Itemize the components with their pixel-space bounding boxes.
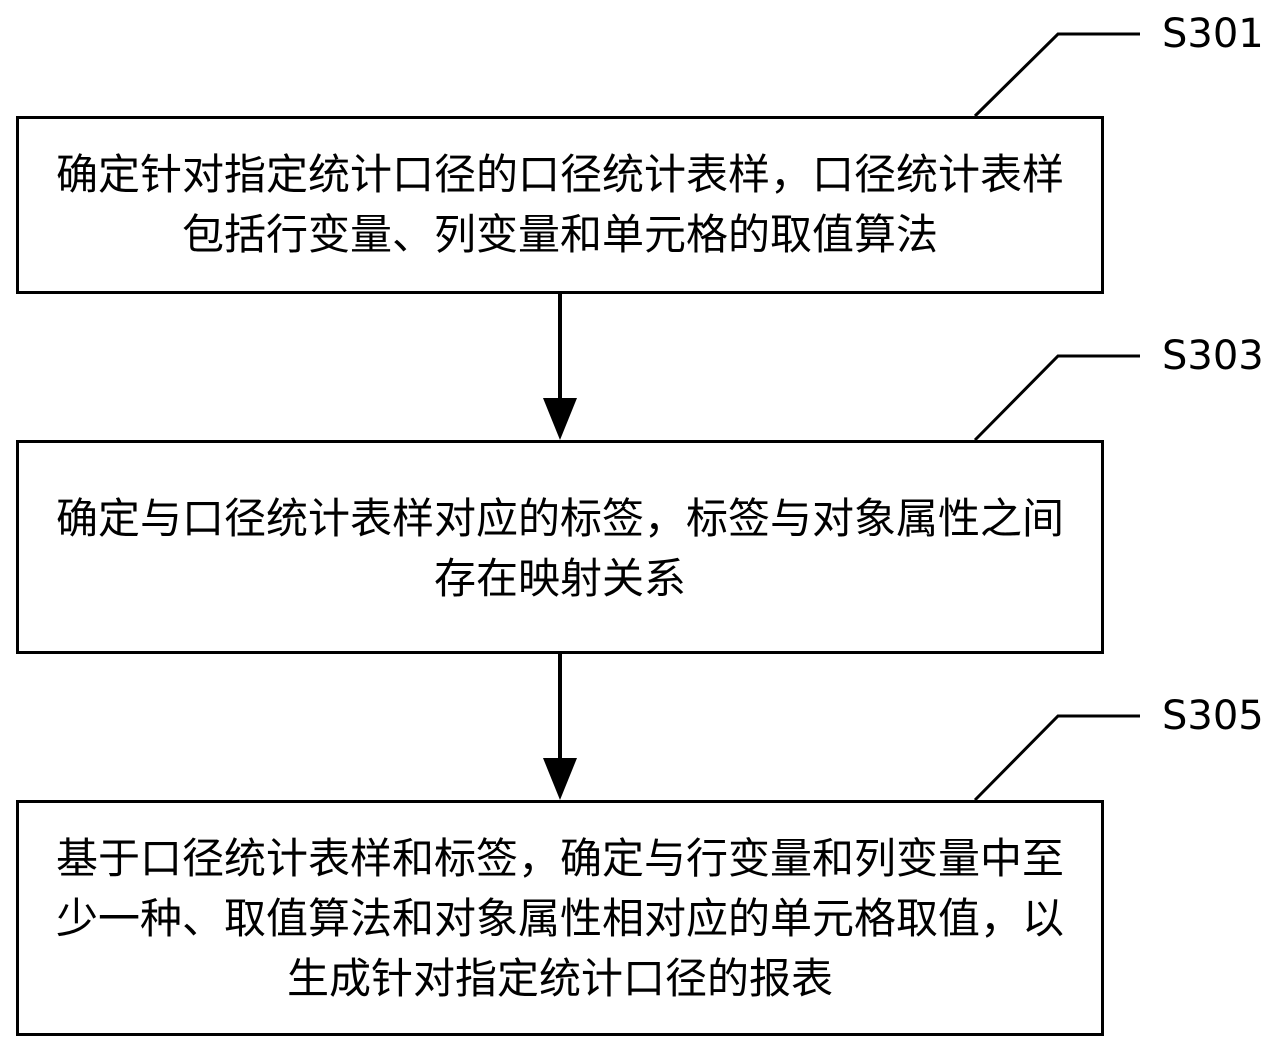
step-label-s303: S303 (1162, 333, 1264, 379)
step-box-s305: 基于口径统计表样和标签，确定与行变量和列变量中至少一种、取值算法和对象属性相对应… (16, 800, 1104, 1036)
step-box-s301: 确定针对指定统计口径的口径统计表样，口径统计表样包括行变量、列变量和单元格的取值… (16, 116, 1104, 294)
step-text-s301: 确定针对指定统计口径的口径统计表样，口径统计表样包括行变量、列变量和单元格的取值… (55, 150, 1064, 259)
leader-line-s305 (973, 714, 1140, 802)
step-box-s303: 确定与口径统计表样对应的标签，标签与对象属性之间存在映射关系 (16, 440, 1104, 654)
step-label-s301: S301 (1162, 11, 1264, 57)
arrow-s303-to-s305 (543, 654, 577, 800)
step-text-s303: 确定与口径统计表样对应的标签，标签与对象属性之间存在映射关系 (55, 494, 1064, 603)
arrow-s301-to-s303 (543, 294, 577, 440)
step-label-s305: S305 (1162, 693, 1264, 739)
step-text-s305: 基于口径统计表样和标签，确定与行变量和列变量中至少一种、取值算法和对象属性相对应… (55, 834, 1064, 1003)
leader-line-s301 (973, 32, 1140, 118)
leader-line-s303 (973, 354, 1140, 442)
